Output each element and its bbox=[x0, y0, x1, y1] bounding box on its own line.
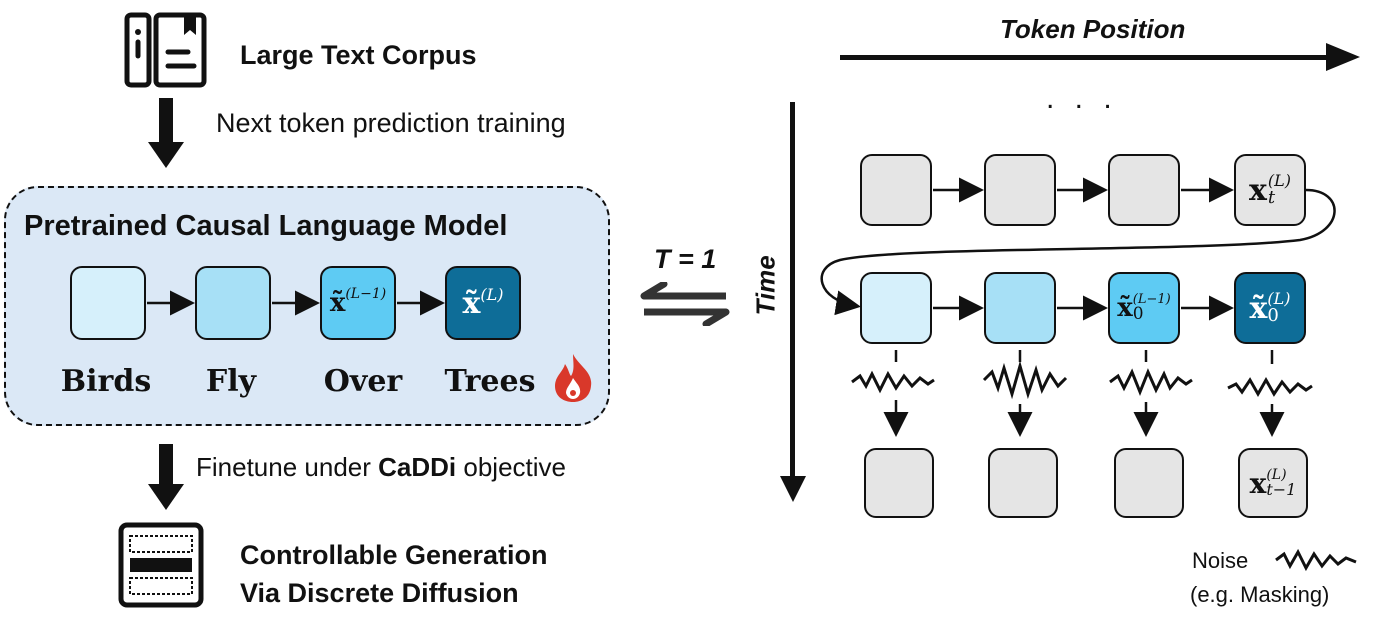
model-token-box-3: x̃(L−1) bbox=[320, 266, 396, 340]
step2-label: Finetune under CaDDi objective bbox=[196, 452, 566, 482]
row2-box-3: x̃ (L−1) 0 bbox=[1108, 272, 1180, 344]
x-axis-arrow bbox=[840, 43, 1360, 71]
row1-box-4: x (L) t bbox=[1234, 154, 1306, 226]
document-icon bbox=[118, 522, 204, 608]
row3-box-1 bbox=[864, 448, 934, 518]
fire-icon bbox=[555, 354, 592, 402]
row3-box-3 bbox=[1114, 448, 1184, 518]
row2-box-4: x̃ (L) 0 bbox=[1234, 272, 1306, 344]
corpus-label: Large Text Corpus bbox=[240, 40, 477, 70]
token-over: Over bbox=[323, 364, 403, 399]
x-axis-label: Token Position bbox=[1000, 14, 1186, 44]
legend-noise-label: Noise bbox=[1192, 548, 1249, 573]
token-trees: Trees bbox=[444, 364, 536, 399]
token-fly: Fly bbox=[205, 364, 257, 399]
row1-box-3 bbox=[1108, 154, 1180, 226]
row3-box-2 bbox=[988, 448, 1058, 518]
book-icon bbox=[124, 12, 207, 88]
output-line-1: Controllable Generation bbox=[240, 540, 548, 570]
row2-box-1 bbox=[860, 272, 932, 344]
model-token-box-1 bbox=[70, 266, 146, 340]
y-axis-arrow bbox=[780, 102, 806, 502]
row1-box-2 bbox=[984, 154, 1056, 226]
model-token-box-4: x̃(L) bbox=[445, 266, 521, 340]
noise-icon bbox=[851, 350, 1313, 437]
row1-box-1 bbox=[860, 154, 932, 226]
token-birds: Birds bbox=[60, 364, 152, 399]
down-arrow-icon bbox=[148, 98, 184, 168]
model-token-box-2 bbox=[195, 266, 271, 340]
ellipsis: . . . bbox=[1046, 82, 1118, 115]
row3-box-4: x (L) t−1 bbox=[1238, 448, 1308, 518]
down-arrow-icon bbox=[148, 444, 184, 510]
noise-icon bbox=[1275, 548, 1357, 572]
t-equals-label: T = 1 bbox=[654, 244, 717, 274]
step1-label: Next token prediction training bbox=[216, 108, 566, 138]
legend-note-label: (e.g. Masking) bbox=[1190, 582, 1330, 607]
equilibrium-arrows-icon bbox=[640, 282, 730, 326]
output-line-2: Via Discrete Diffusion bbox=[240, 578, 519, 608]
row2-box-2 bbox=[984, 272, 1056, 344]
model-title: Pretrained Causal Language Model bbox=[24, 210, 508, 242]
model-arrows bbox=[147, 290, 445, 316]
